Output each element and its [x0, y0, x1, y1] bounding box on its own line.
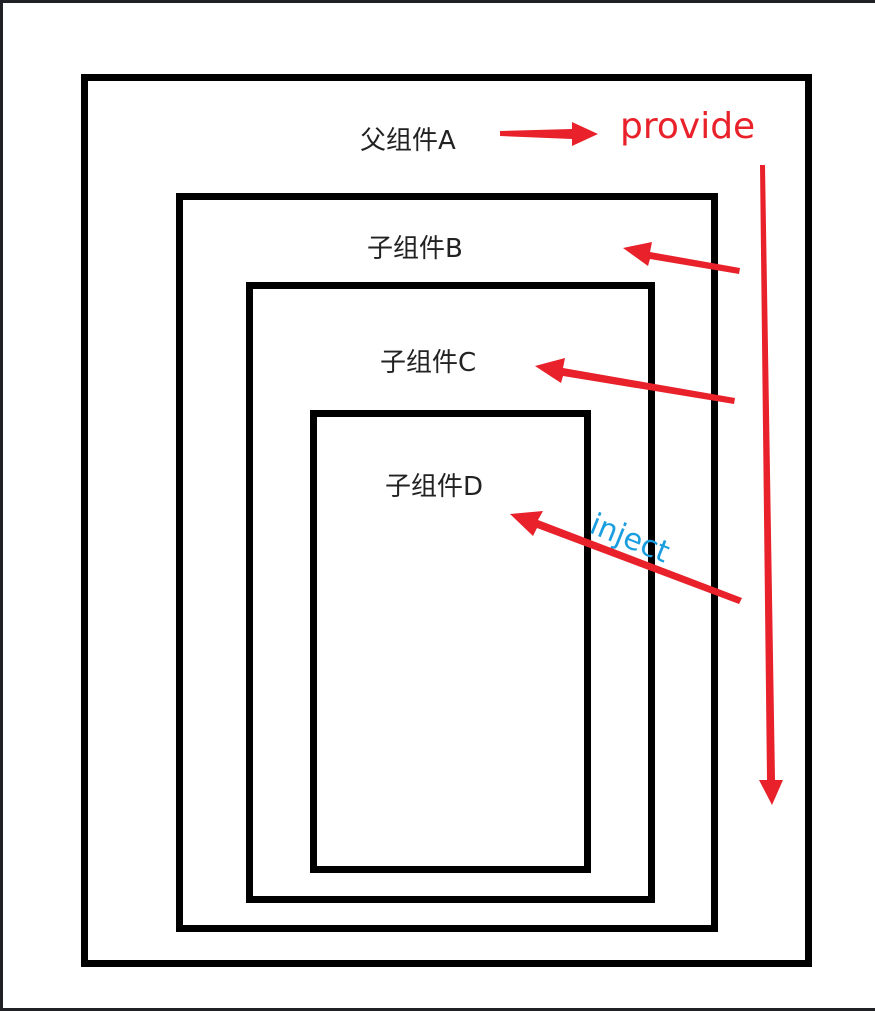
arrow-to-d	[510, 511, 742, 604]
frame-border-bottom	[0, 1008, 875, 1011]
frame-border-left	[0, 0, 3, 1011]
box-child-b	[176, 193, 718, 932]
arrow-a-to-provide	[500, 122, 598, 146]
arrow-to-b	[623, 242, 740, 274]
label-child-b: 子组件B	[367, 234, 463, 264]
label-parent-a: 父组件A	[360, 126, 456, 156]
box-parent-a	[81, 74, 812, 967]
arrow-to-c	[535, 358, 735, 404]
box-child-c	[246, 282, 655, 903]
label-child-c: 子组件C	[380, 348, 477, 378]
box-child-d	[310, 410, 591, 873]
arrow-provide-down	[759, 165, 783, 805]
provide-label: provide	[620, 106, 756, 147]
label-child-d: 子组件D	[385, 472, 484, 502]
frame-border-top	[0, 0, 875, 3]
